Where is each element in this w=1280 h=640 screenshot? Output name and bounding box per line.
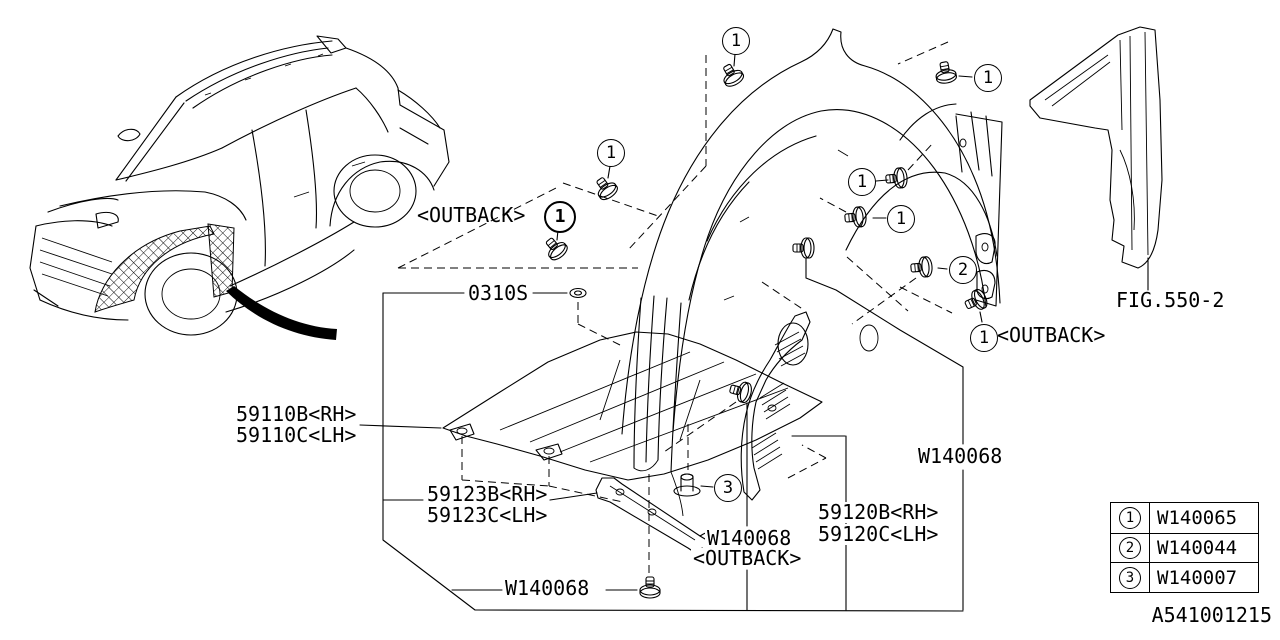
clip-icon [792,237,815,259]
grommet-icon [569,287,587,299]
clip-part-label-bottom: W140068 [505,576,590,600]
drawing-code: A541001215 [1151,603,1272,627]
under-cover-panel [442,331,823,481]
legend-callout-2: 2 [1119,536,1141,559]
bolt-icon [884,166,909,190]
callout-1: 1 [974,64,1002,92]
legend-part-number: W140007 [1149,563,1258,592]
callout-1: 1 [544,201,576,233]
air-guide-59120 [740,311,811,501]
construction-lines [397,41,953,578]
clip-part-label-outback: W140068 [705,526,794,550]
grommet-part-label: 0310S [468,281,529,305]
mudguard-highlight-area [94,225,215,313]
bolt-icon [933,59,958,86]
legend-callout-1: 1 [1119,506,1141,529]
legend-row: 1 W140065 [1111,503,1258,533]
air-guide-rh-label: 59120B<RH> [816,500,941,524]
fastener-legend-table: 1 W140065 2 W140044 3 W140007 [1110,502,1259,593]
clip-part-label-right: W140068 [916,444,1005,468]
callout-1: 1 [597,139,625,167]
clip-icon [540,233,571,264]
under-cover-rh-label: 59110B<RH> [236,402,357,426]
bracket-lh-label: 59123C<LH> [427,503,548,527]
bolt-icon [843,205,868,229]
fender-liner-rear-section [845,103,1003,307]
callout-1: 1 [722,27,750,55]
clip-part-outback-note: <OUTBACK> [691,546,804,570]
air-guide-lh-label: 59120C<LH> [816,522,941,546]
callout-1: 1 [887,205,915,233]
callout-1: 1 [970,324,998,352]
direction-arrow [226,286,337,340]
legend-row: 3 W140007 [1111,562,1258,592]
under-cover-lh-label: 59110C<LH> [236,423,357,447]
bracket-rh-label: 59123B<RH> [427,482,548,506]
bolt-icon [909,255,934,279]
leader-lines [359,53,1149,612]
bolt-icon [717,60,747,90]
outback-variant-label-mid: <OUTBACK> [997,323,1106,347]
outback-variant-label-top: <OUTBACK> [417,203,526,227]
fender-liner-front [621,28,1001,517]
fender-panel-fig550 [1029,26,1163,269]
callout-1: 1 [848,168,876,196]
clip-icon [639,576,661,599]
callout-3: 3 [714,474,742,502]
legend-callout-3: 3 [1119,566,1141,589]
figure-reference-label: FIG.550-2 [1116,288,1225,312]
legend-part-number: W140065 [1149,503,1258,533]
legend-row: 2 W140044 [1111,532,1258,563]
vehicle-illustration [29,35,450,340]
callout-2: 2 [949,256,977,284]
legend-part-number: W140044 [1149,533,1258,563]
bracket-59123 [595,477,721,557]
